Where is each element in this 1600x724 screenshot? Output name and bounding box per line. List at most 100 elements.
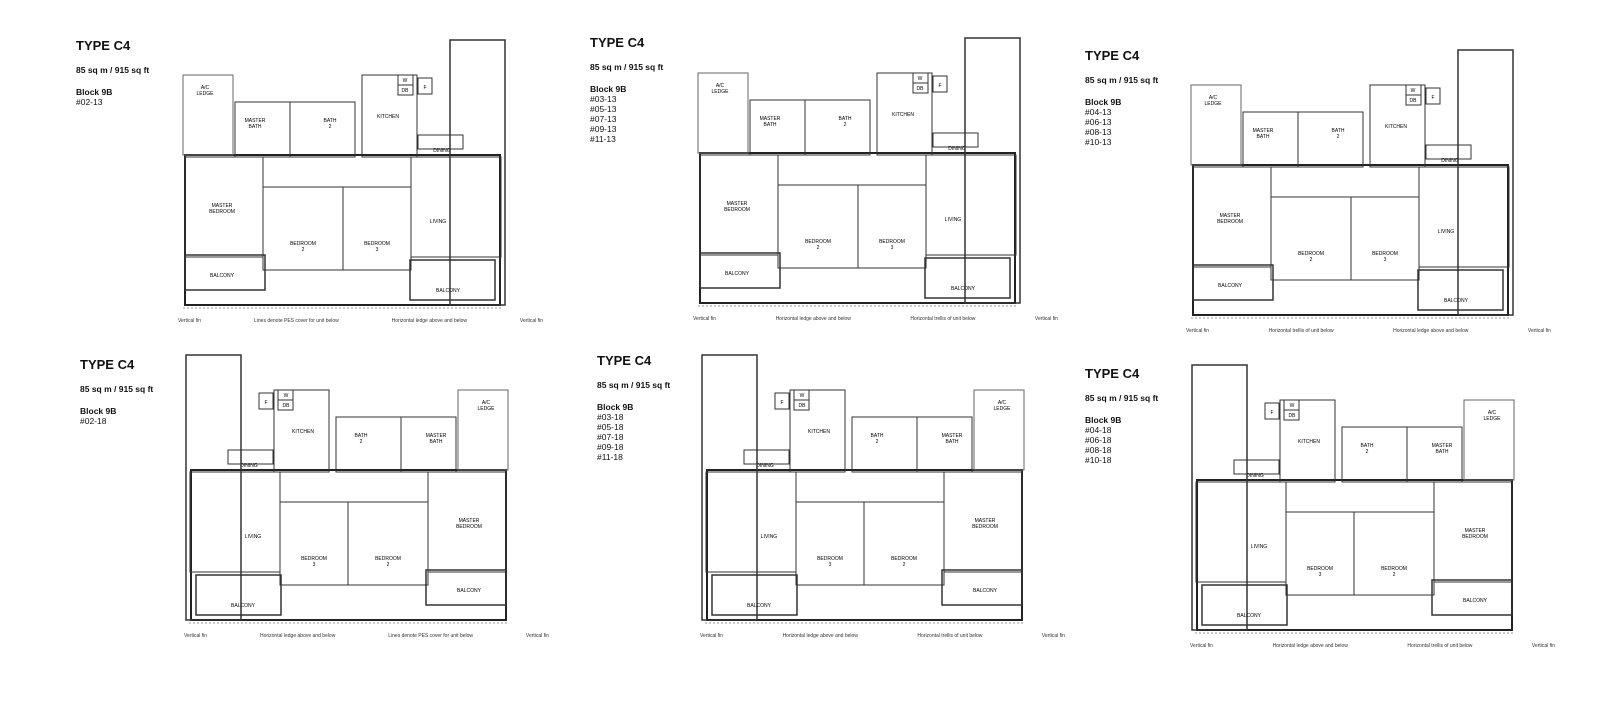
living-label: LIVING [945, 217, 962, 223]
plan-note: Vertical fin [1531, 643, 1555, 649]
plan-note: Horizontal trellis of unit below [1268, 328, 1334, 334]
plan-note: Vertical fin [1041, 633, 1065, 639]
unit-area: 85 sq m / 915 sq ft [76, 65, 150, 75]
balcony-right-label: BALCONY [1444, 298, 1469, 304]
master-bath [1242, 111, 1299, 168]
living [925, 154, 1017, 256]
unit-info: TYPE C4 85 sq m / 915 sq ft Block 9B#02-… [80, 357, 153, 426]
dining-table [743, 449, 790, 465]
bath-2 [335, 416, 402, 473]
db-label: DB [799, 403, 807, 409]
unit-type-title: TYPE C4 [80, 357, 135, 372]
fridge [1425, 87, 1441, 105]
balcony-right-label: BALCONY [1237, 613, 1262, 619]
bedroom-3 [1285, 511, 1355, 596]
unit-area: 85 sq m / 915 sq ft [80, 384, 154, 394]
unit-number: #11-13 [590, 134, 616, 144]
db [277, 399, 294, 411]
unit-number: #06-18 [1085, 435, 1112, 445]
fridge [932, 75, 948, 93]
bedroom-3 [795, 501, 865, 586]
bedroom-3 [857, 184, 927, 269]
master-bath [749, 99, 806, 156]
unit-type-title: TYPE C4 [590, 35, 645, 50]
plan-note: Vertical fin [1527, 328, 1551, 334]
db [397, 84, 414, 96]
living-label: LIVING [430, 219, 447, 225]
plan-notes: Vertical fin Horizontal ledge above and b… [700, 633, 1065, 639]
living [1418, 166, 1510, 268]
plan-note: Vertical fin [1186, 328, 1210, 334]
plan-notes: Vertical fin Horizontal trellis of unit b… [1186, 328, 1551, 334]
plan-notes: Vertical fin Horizontal ledge above and b… [1190, 643, 1555, 649]
tall-strip [1457, 49, 1514, 316]
fridge [417, 77, 433, 95]
db [1283, 409, 1300, 421]
unit-type-title: TYPE C4 [1085, 366, 1140, 381]
balcony-left [699, 252, 781, 289]
plan-note: Horizontal ledge above and below [1272, 643, 1348, 649]
tall-strip [964, 37, 1021, 304]
ac-ledge [697, 72, 749, 154]
kitchen [1279, 399, 1336, 483]
bedroom-2 [863, 501, 945, 586]
bedroom-2 [1270, 196, 1352, 281]
db [793, 399, 810, 411]
balcony-right-label: BALCONY [436, 288, 461, 294]
unit-type-title: TYPE C4 [1085, 48, 1140, 63]
master-bath [1406, 426, 1463, 483]
block-label: Block 9B [80, 406, 117, 416]
master-bath [400, 416, 457, 473]
master-bath [916, 416, 973, 473]
living-label: LIVING [761, 534, 778, 540]
plan-note: Horizontal trellis of unit below [1407, 643, 1473, 649]
balcony-left [184, 254, 266, 291]
dining-table-label: DINING [1441, 158, 1459, 164]
unit-number: #05-18 [597, 422, 624, 432]
dining-table [227, 449, 274, 465]
dining-table-label: DINING [240, 463, 258, 469]
block-label: Block 9B [1085, 415, 1122, 425]
db-label: DB [1410, 98, 1418, 104]
fridge [1264, 402, 1280, 420]
balcony-right-label: BALCONY [231, 603, 256, 609]
block-label: Block 9B [76, 87, 113, 97]
washer-label: W [1290, 403, 1295, 409]
unit-info: TYPE C4 85 sq m / 915 sq ft Block 9B#03-… [590, 35, 663, 144]
bath-2 [804, 99, 871, 156]
unit-info: TYPE C4 85 sq m / 915 sq ft Block 9B#04-… [1085, 48, 1158, 147]
db-label: DB [917, 86, 925, 92]
kitchen-label: KITCHEN [292, 429, 314, 435]
unit-area: 85 sq m / 915 sq ft [590, 62, 664, 72]
plan-note: Horizontal ledge above and below [782, 633, 858, 639]
balcony-left [1431, 579, 1513, 616]
washer-label: W [284, 393, 289, 399]
fridge [774, 392, 790, 410]
master-bath [234, 101, 291, 158]
bath-2 [851, 416, 918, 473]
dining-table [1425, 144, 1472, 160]
dining-table-label: DINING [948, 146, 966, 152]
balcony-right [409, 259, 496, 301]
plan-note: Horizontal ledge above and below [1393, 328, 1469, 334]
